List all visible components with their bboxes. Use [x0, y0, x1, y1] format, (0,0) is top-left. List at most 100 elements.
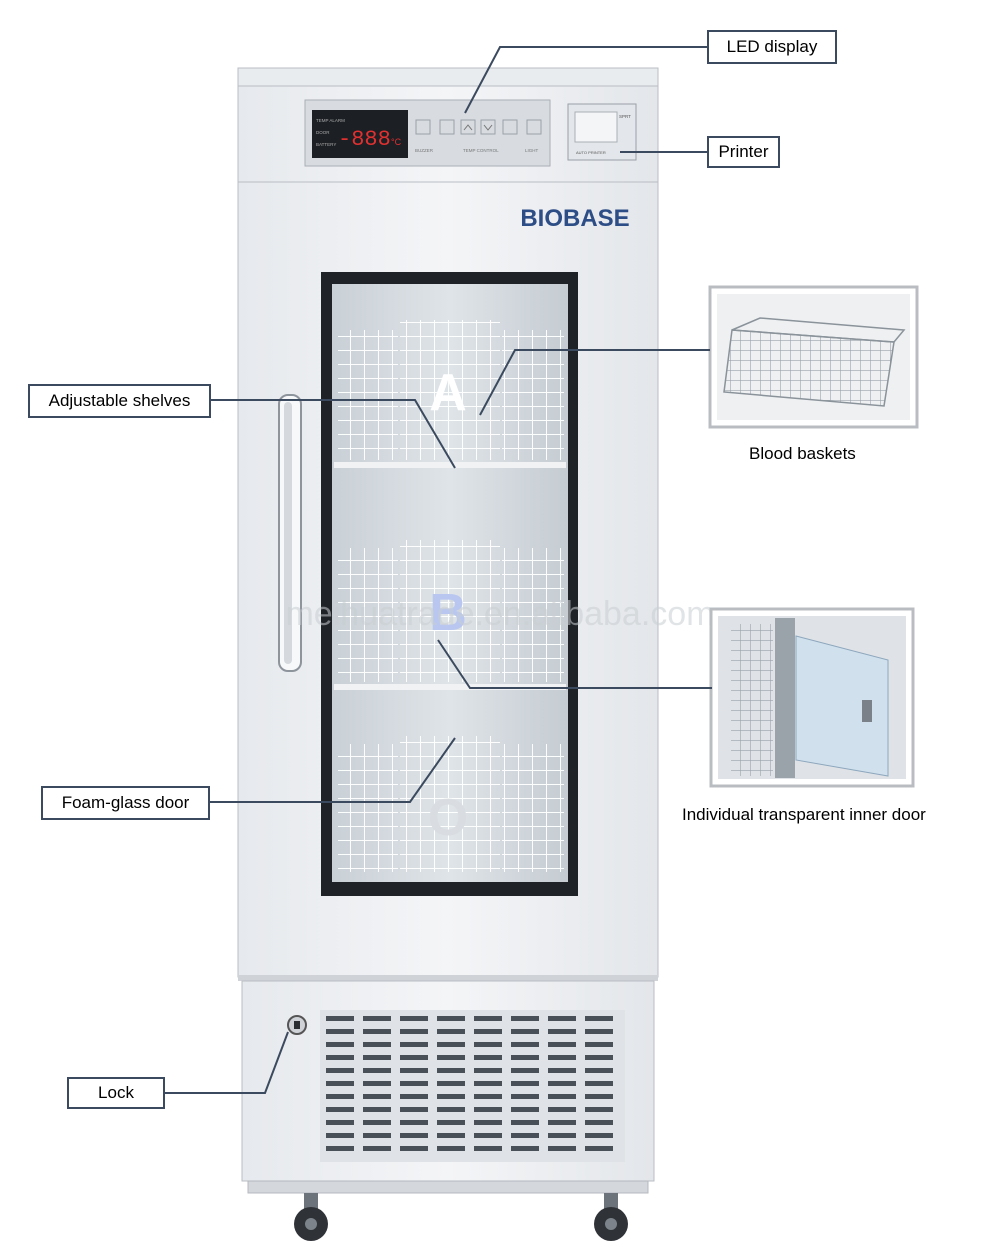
wire-basket-illustration	[723, 317, 906, 407]
printer-slot	[574, 111, 618, 143]
vent-slot	[511, 1120, 539, 1125]
vent-slot	[548, 1055, 576, 1060]
caster-right	[594, 1193, 628, 1241]
vent-slot	[363, 1146, 391, 1151]
vent-slot	[511, 1146, 539, 1151]
vent-slot	[363, 1029, 391, 1034]
basket-letter-b: B	[429, 584, 467, 642]
vent-slot	[511, 1081, 539, 1086]
vent-grille	[320, 1010, 625, 1162]
vent-slot	[326, 1120, 354, 1125]
vent-slot	[585, 1146, 613, 1151]
vent-slot	[437, 1029, 465, 1034]
caster-left	[294, 1193, 328, 1241]
temperature-readout: -888	[338, 127, 391, 152]
vent-slot	[585, 1068, 613, 1073]
vent-slot	[548, 1016, 576, 1021]
vent-slot	[585, 1107, 613, 1112]
vent-slot	[326, 1107, 354, 1112]
led-screen	[312, 110, 408, 158]
vent-slot	[548, 1029, 576, 1034]
vent-slot	[511, 1107, 539, 1112]
indicator-label: BATTERY	[316, 142, 336, 147]
vent-slot	[326, 1081, 354, 1086]
vent-slot	[548, 1094, 576, 1099]
vent-slot	[363, 1120, 391, 1125]
vent-slot	[585, 1133, 613, 1138]
vent-slot	[437, 1042, 465, 1047]
vent-slot	[326, 1068, 354, 1073]
temp-control-label: TEMP CONTROL	[463, 148, 499, 153]
inner-door-latch	[862, 700, 872, 722]
lock-keyhole	[294, 1021, 300, 1029]
vent-slot	[511, 1068, 539, 1073]
divider	[238, 975, 658, 981]
vent-slot	[437, 1107, 465, 1112]
printer-top-label: SPRT	[619, 114, 631, 119]
vent-slot	[585, 1081, 613, 1086]
basket-tier-2	[334, 540, 566, 690]
handle-grip	[284, 402, 292, 664]
vent-slot	[548, 1146, 576, 1151]
vent-slot	[511, 1133, 539, 1138]
vent-slot	[548, 1068, 576, 1073]
callout-led-display: LED display	[707, 30, 837, 64]
vent-slot	[474, 1133, 502, 1138]
vent-slot	[363, 1094, 391, 1099]
basket-tier-3	[338, 736, 564, 872]
printer-bottom-label: AUTO PRINTER	[576, 150, 606, 155]
caption-blood-baskets: Blood baskets	[749, 444, 856, 463]
vent-slot	[474, 1107, 502, 1112]
basket-letter-o: O	[428, 789, 468, 847]
vent-slot	[326, 1146, 354, 1151]
vent-slot	[511, 1055, 539, 1060]
indicator-label: DOOR	[316, 130, 330, 135]
vent-slot	[363, 1107, 391, 1112]
vent-slot	[363, 1068, 391, 1073]
vent-slot	[437, 1120, 465, 1125]
vent-slot	[548, 1133, 576, 1138]
callout-lock: Lock	[67, 1077, 165, 1109]
vent-slot	[437, 1055, 465, 1060]
control-buttons	[415, 119, 542, 135]
brand-logo: BIOBASE	[520, 205, 629, 232]
vent-slot	[326, 1029, 354, 1034]
vent-slot	[363, 1042, 391, 1047]
inner-door-frame	[775, 618, 795, 778]
vent-slot	[400, 1068, 428, 1073]
vent-slot	[400, 1120, 428, 1125]
vent-slot	[437, 1094, 465, 1099]
vent-slot	[585, 1094, 613, 1099]
vent-slot	[326, 1133, 354, 1138]
vent-slot	[437, 1146, 465, 1151]
basket-letter-a: A	[429, 364, 467, 422]
vent-slot	[548, 1120, 576, 1125]
vent-slot	[474, 1120, 502, 1125]
vent-slot	[400, 1133, 428, 1138]
vent-slot	[585, 1029, 613, 1034]
cabinet-base	[247, 1180, 649, 1194]
vent-slot	[326, 1055, 354, 1060]
vent-slot	[326, 1016, 354, 1021]
vent-slot	[474, 1055, 502, 1060]
cabinet-top	[237, 67, 659, 89]
vent-slot	[326, 1042, 354, 1047]
callout-adjustable-shelves: Adjustable shelves	[28, 384, 211, 418]
vent-slot	[585, 1016, 613, 1021]
vent-slot	[400, 1081, 428, 1086]
vent-slot	[400, 1029, 428, 1034]
buzzer-label: BUZZER	[415, 148, 434, 153]
vent-slot	[437, 1133, 465, 1138]
vent-slot	[474, 1081, 502, 1086]
light-label: LIGHT	[525, 148, 539, 153]
temperature-unit: °C	[391, 137, 402, 147]
vent-slot	[363, 1133, 391, 1138]
vent-slot	[474, 1146, 502, 1151]
vent-slot	[548, 1107, 576, 1112]
vent-slot	[363, 1055, 391, 1060]
vent-slot	[474, 1068, 502, 1073]
vent-slot	[326, 1094, 354, 1099]
vent-slot	[437, 1081, 465, 1086]
basket-tier-1	[334, 320, 566, 468]
vent-slot	[474, 1094, 502, 1099]
